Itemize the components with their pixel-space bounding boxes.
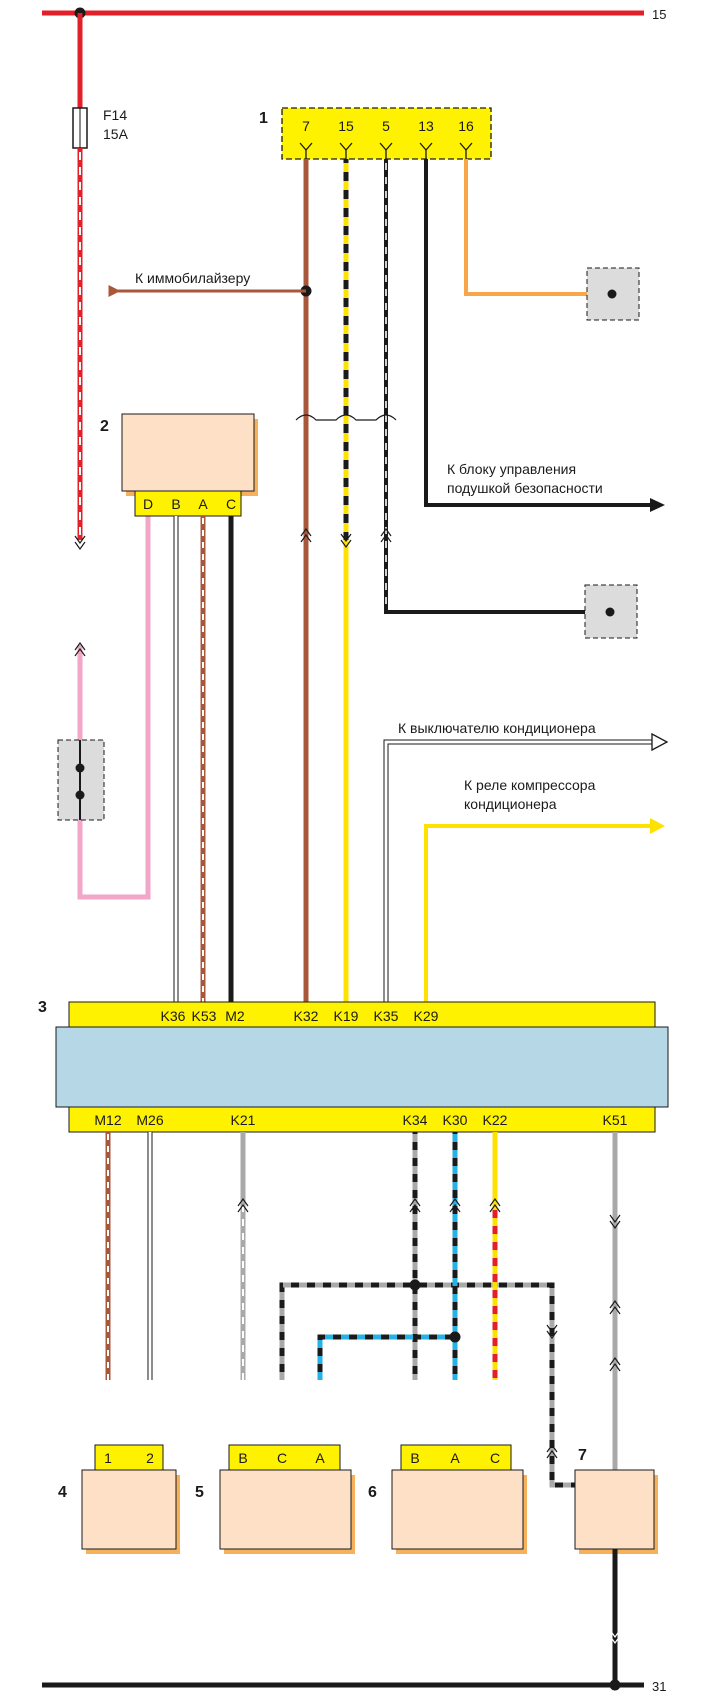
label-airbag-2: подушкой безопасности <box>447 480 603 496</box>
wire-brown-k32 <box>108 159 312 1005</box>
wire-white-k35 <box>383 732 669 1005</box>
ecu-pin-m12: M12 <box>94 1112 121 1128</box>
component-4-number: 4 <box>58 1484 67 1501</box>
c2-pin-c: C <box>226 496 236 512</box>
c1-pin-15: 15 <box>338 118 354 134</box>
wire-yellow-red-k22 <box>489 1132 501 1380</box>
wire-red-white <box>74 148 86 551</box>
ecu-pin-k22: K22 <box>483 1112 508 1128</box>
ground-line-31: 31 <box>42 1549 666 1694</box>
label-airbag-1: К блоку управления <box>447 461 576 477</box>
fuse-f14: F14 15A <box>72 13 129 149</box>
ecu-pin-k34: K34 <box>403 1112 428 1128</box>
ecu-pin-k21: K21 <box>231 1112 256 1128</box>
switch-block <box>57 739 105 821</box>
connector-1: 1 7 15 5 13 16 <box>259 107 492 160</box>
c6-pin-b: B <box>410 1450 419 1466</box>
c6-pin-a: A <box>450 1450 460 1466</box>
fuse-name: F14 <box>103 107 127 123</box>
component-7-number: 7 <box>578 1447 587 1464</box>
component-1-number: 1 <box>259 110 268 127</box>
wire-blue-black-k30 <box>317 1132 461 1380</box>
c2-pin-b: B <box>171 496 180 512</box>
ecu-3: 3 K36 K53 M2 K32 K19 K35 K29 M12 M26 K21… <box>38 999 669 1133</box>
ecu-pin-k53: K53 <box>192 1008 217 1024</box>
wire-orange <box>464 159 612 296</box>
module-4: 4 1 2 <box>58 1444 180 1554</box>
ecu-pin-k29: K29 <box>414 1008 439 1024</box>
component-3-number: 3 <box>38 999 47 1016</box>
ecu-pin-m2: M2 <box>225 1008 245 1024</box>
c1-pin-7: 7 <box>302 118 310 134</box>
wire-black-yellow-k19 <box>340 159 352 1005</box>
label-immobilizer: К иммобилайзеру <box>135 270 250 286</box>
ecu-pin-k36: K36 <box>161 1008 186 1024</box>
ground-block-upper <box>586 267 640 321</box>
terminal-15-label: 15 <box>652 7 666 22</box>
c5-pin-a: A <box>315 1450 325 1466</box>
terminal-31-label: 31 <box>652 1679 666 1694</box>
c5-pin-b: B <box>238 1450 247 1466</box>
ecu-pin-k19: K19 <box>334 1008 359 1024</box>
wire-pink <box>74 512 151 900</box>
ecu-pin-k51: K51 <box>603 1112 628 1128</box>
c2-pin-d: D <box>143 496 153 512</box>
c1-pin-16: 16 <box>458 118 474 134</box>
fuse-rating: 15A <box>103 126 129 142</box>
component-2-number: 2 <box>100 418 109 435</box>
label-compressor-1: К реле компрессора <box>464 777 596 793</box>
c6-pin-c: C <box>490 1450 500 1466</box>
supply-line-15: 15 <box>42 7 666 22</box>
module-7: 7 <box>574 1447 658 1554</box>
component-5-number: 5 <box>195 1484 204 1501</box>
wire-crossing <box>295 414 397 421</box>
label-ac-switch: К выключателю кондиционера <box>398 720 596 736</box>
c5-pin-c: C <box>277 1450 287 1466</box>
wire-yellow-k29 <box>424 818 665 1005</box>
wire-black-white-pin5 <box>380 159 610 614</box>
wire-black-airbag <box>424 159 665 512</box>
label-compressor-2: кондиционера <box>464 796 557 812</box>
component-6-number: 6 <box>368 1484 377 1501</box>
c2-pin-a: A <box>198 496 208 512</box>
ground-block-lower <box>584 584 638 639</box>
wire-grey-white-k21 <box>237 1132 249 1380</box>
c1-pin-5: 5 <box>382 118 390 134</box>
c4-pin-2: 2 <box>146 1450 154 1466</box>
ecu-pin-k32: K32 <box>294 1008 319 1024</box>
module-6: 6 B A C <box>368 1444 527 1554</box>
module-5: 5 B C A <box>195 1444 355 1554</box>
c4-pin-1: 1 <box>104 1450 112 1466</box>
ecu-pin-k30: K30 <box>443 1112 468 1128</box>
wire-grey-black-k34 <box>279 1132 575 1488</box>
ecu-pin-k35: K35 <box>374 1008 399 1024</box>
module-2: 2 D B A C <box>100 413 258 517</box>
wire-grey-k51 <box>609 1132 621 1470</box>
c1-pin-13: 13 <box>418 118 434 134</box>
ecu-pin-m26: M26 <box>136 1112 163 1128</box>
